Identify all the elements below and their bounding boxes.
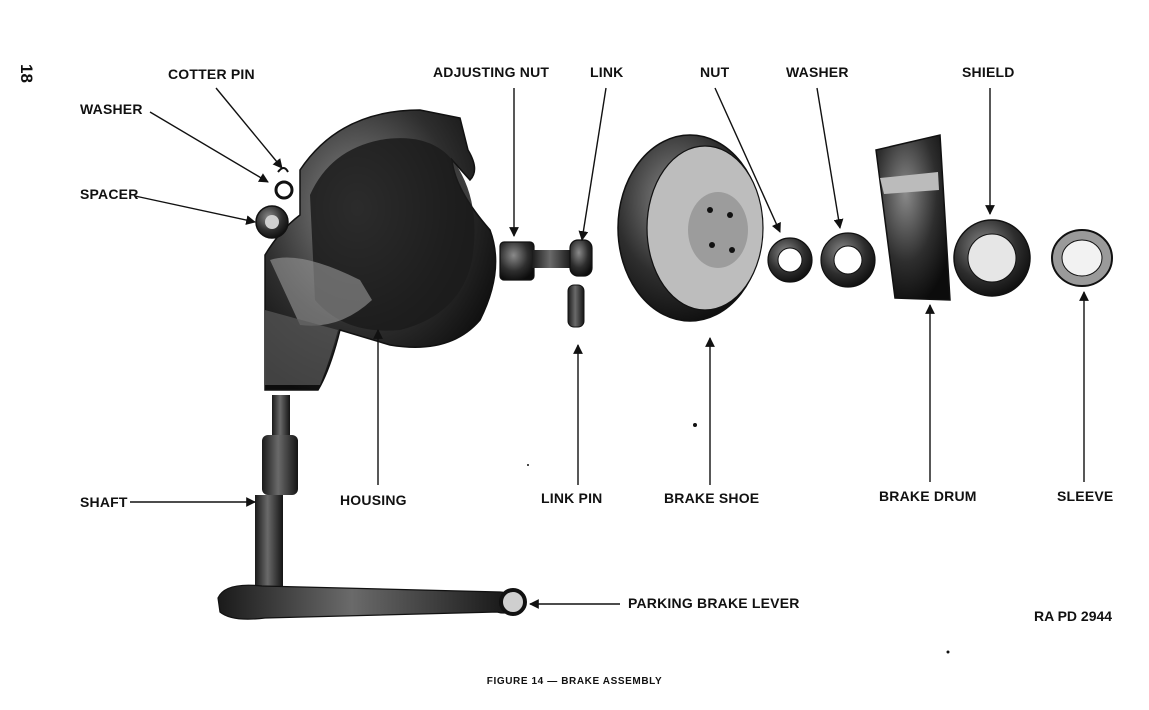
label-spacer: SPACER	[80, 186, 139, 202]
label-washer-left: WASHER	[80, 101, 143, 117]
label-adjusting-nut: ADJUSTING NUT	[433, 64, 550, 80]
shaft-part	[255, 395, 298, 590]
reference-code: RA PD 2944	[1034, 608, 1113, 624]
label-nut: NUT	[700, 64, 730, 80]
adjusting-nut-part	[499, 241, 535, 281]
label-shaft: SHAFT	[80, 494, 128, 510]
label-cotter-pin: COTTER PIN	[168, 66, 255, 82]
link-pin-part	[567, 284, 585, 328]
parking-brake-lever-part	[217, 584, 527, 620]
figure-caption: FIGURE 14 — BRAKE ASSEMBLY	[486, 676, 663, 687]
label-link-pin: LINK PIN	[541, 490, 603, 506]
label-brake-drum: BRAKE DRUM	[879, 488, 977, 504]
link-part	[532, 239, 593, 277]
label-parking-brake-lever: PARKING BRAKE LEVER	[628, 595, 800, 611]
housing-part	[264, 109, 497, 391]
leader-arrows	[130, 87, 1089, 609]
label-washer-right: WASHER	[786, 64, 849, 80]
cotter-pin-part	[277, 167, 289, 173]
label-shield: SHIELD	[962, 64, 1015, 80]
label-sleeve: SLEEVE	[1057, 488, 1114, 504]
label-brake-shoe: BRAKE SHOE	[664, 490, 760, 506]
brake-drum-part	[875, 134, 951, 301]
brake-shoe-part	[617, 134, 764, 322]
label-link: LINK	[590, 64, 624, 80]
washer-left-part	[274, 180, 294, 200]
label-housing: HOUSING	[340, 492, 407, 508]
